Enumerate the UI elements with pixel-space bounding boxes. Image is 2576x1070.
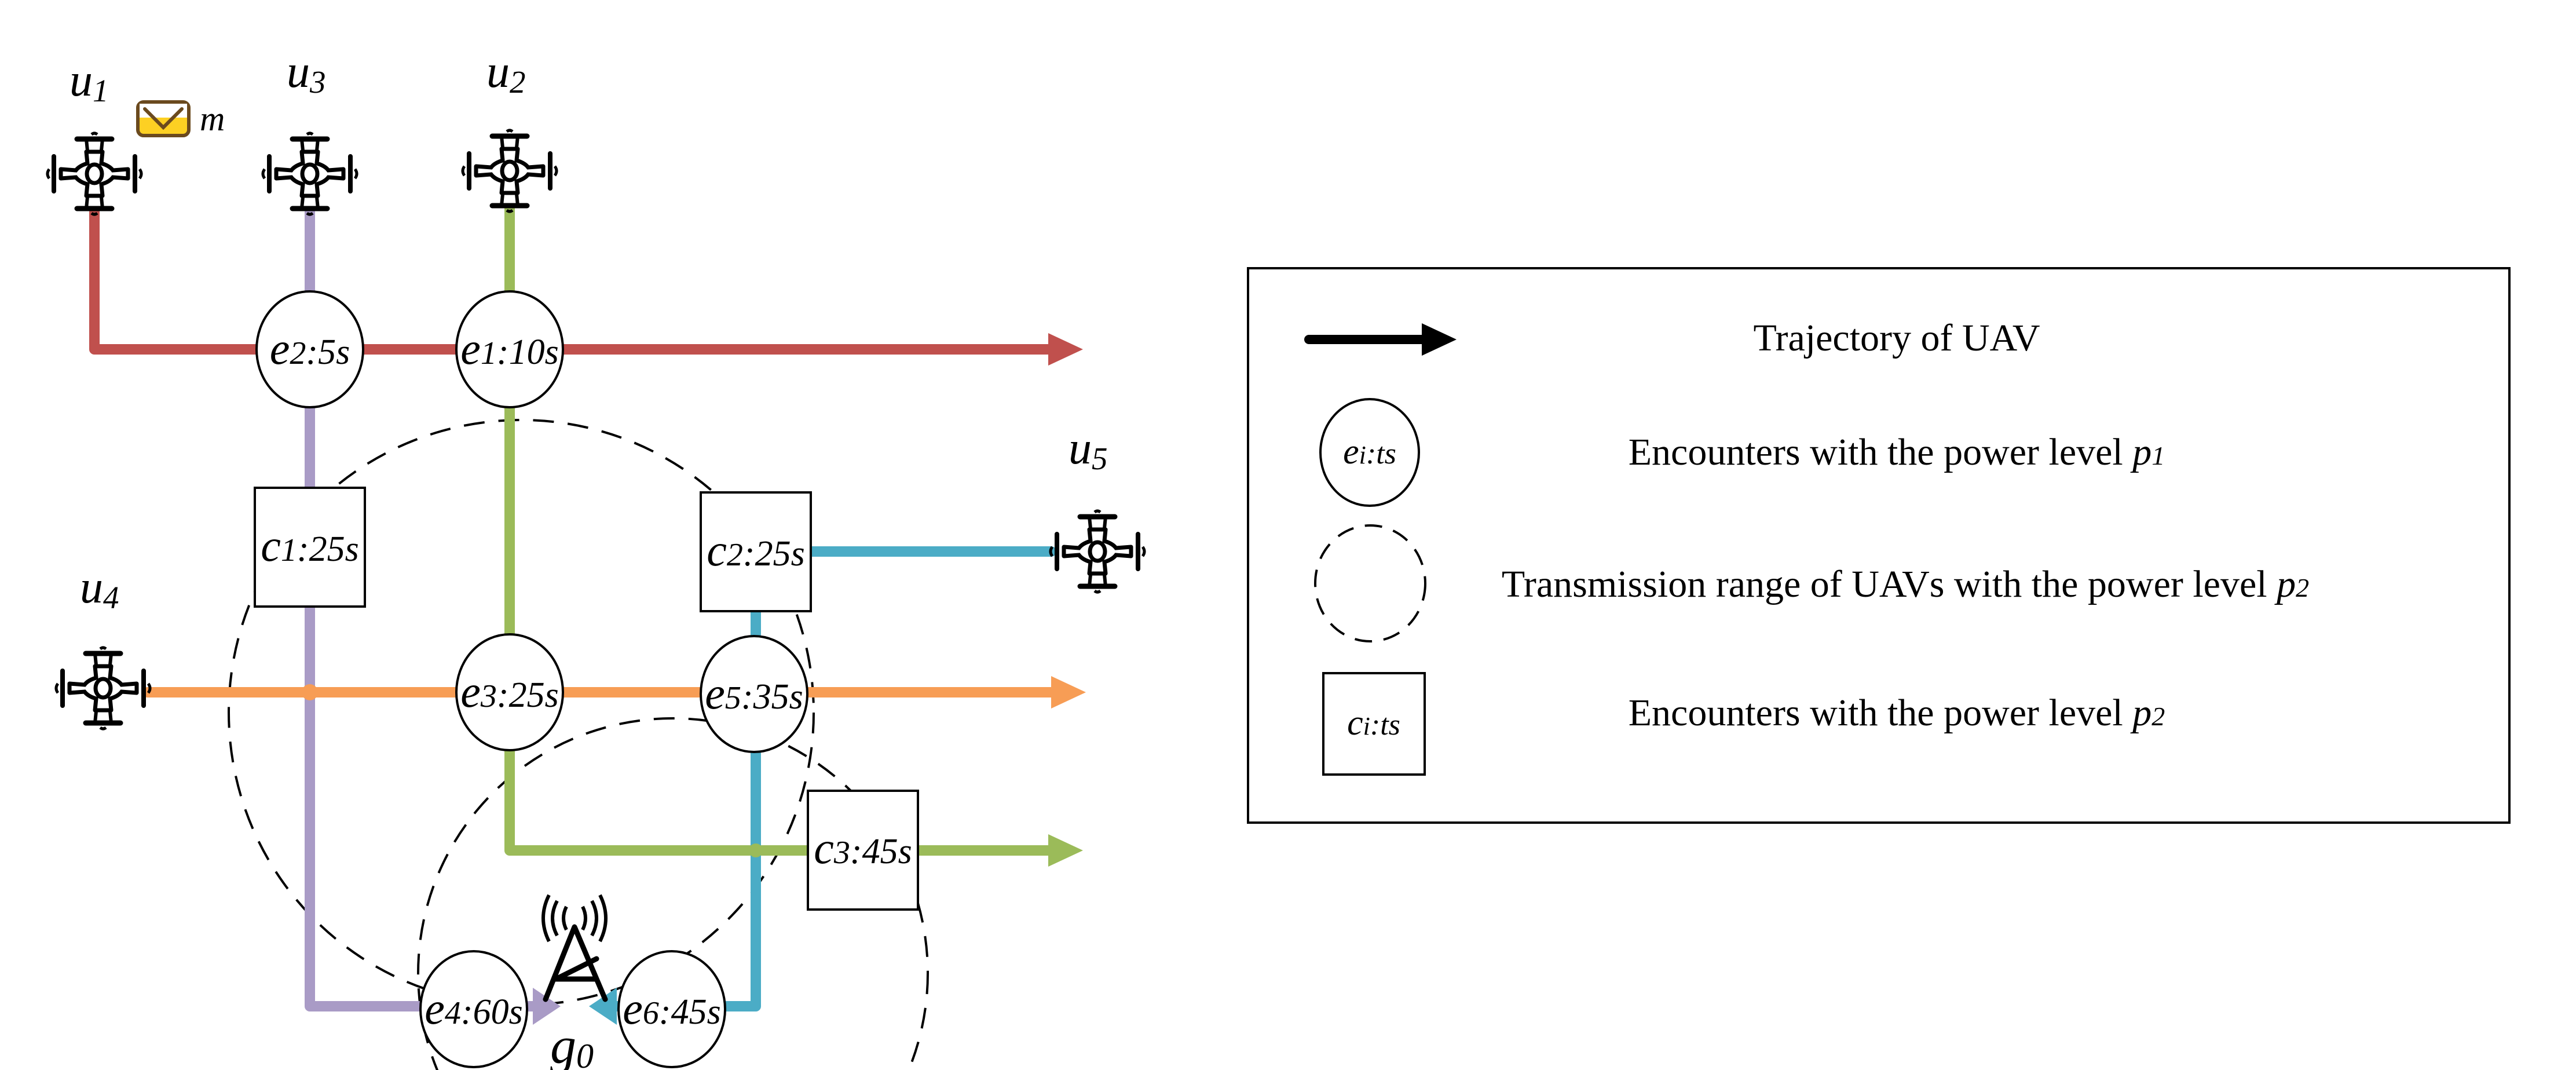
svg-text:ci:ts: ci:ts (1347, 703, 1400, 743)
uav-u1: u1 (47, 55, 141, 214)
uav-label-u1: u1 (69, 55, 109, 108)
legend-label: Transmission range of UAVs with the powe… (1502, 563, 2309, 605)
trajectory-u4 (142, 676, 1086, 709)
svg-text:ei:ts: ei:ts (1343, 432, 1396, 472)
legend-label: Encounters with the power level p2 (1629, 692, 2165, 734)
legend-label: Trajectory of UAV (1754, 317, 2040, 359)
message: m (136, 100, 225, 138)
cell-tower-icon (541, 894, 608, 1002)
envelope-icon (136, 100, 191, 137)
circle-symbol: ei:ts (1319, 398, 1420, 507)
uav-label-u4: u4 (80, 562, 119, 615)
drone-icon (263, 133, 357, 214)
svg-text:e6:45s: e6:45s (623, 983, 720, 1034)
encounter-p1-e3: e3:25s (455, 633, 564, 751)
drone-icon (47, 133, 141, 214)
arrow-icon (1304, 323, 1457, 356)
encounter-p1-e6: e6:45s (617, 950, 726, 1068)
ground-station-label: g0 (550, 1017, 594, 1070)
uav-u2: u2 (463, 46, 557, 211)
legend-box (1247, 267, 2511, 824)
legend-item-transmission-range: Transmission range of UAVs with the powe… (1314, 524, 2309, 642)
uav-label-u3: u3 (287, 46, 326, 100)
encounter-p1-e2: e2:5s (255, 290, 364, 408)
legend-label: Encounters with the power level p1 (1629, 431, 2165, 473)
uav-u3: u3 (263, 46, 357, 214)
uav-u4: u4 (56, 562, 150, 729)
dashed-circle-symbol (1314, 524, 1426, 642)
svg-text:c1:25s: c1:25s (261, 520, 358, 571)
svg-text:e4:60s: e4:60s (425, 983, 522, 1034)
drone-icon (1051, 511, 1144, 592)
encounter-p2-c1: c1:25s (254, 487, 366, 608)
square-symbol: ci:ts (1322, 672, 1426, 776)
uav-label-u2: u2 (486, 46, 526, 100)
transmission-range-circle-2 (417, 717, 929, 1070)
svg-text:e5:35s: e5:35s (705, 668, 803, 718)
message-label: m (200, 100, 225, 138)
svg-text:e1:10s: e1:10s (460, 323, 558, 374)
trajectory-u1 (89, 206, 1083, 366)
legend-item-trajectory: Trajectory of UAV (1304, 317, 2040, 359)
drone-icon (56, 648, 150, 729)
drone-icon (463, 130, 557, 211)
ground-station-g0: g0 (541, 894, 608, 1070)
legend: Trajectory of UAV ei:ts Encounters with … (1247, 267, 2511, 824)
encounter-p2-c3: c3:45s (807, 790, 919, 911)
encounter-p2-c2: c2:25s (700, 491, 812, 612)
encounter-p1-e1: e1:10s (455, 290, 564, 408)
encounter-p1-e5: e5:35s (700, 635, 808, 753)
svg-text:e3:25s: e3:25s (460, 666, 558, 717)
encounter-p1-e4: e4:60s (419, 950, 528, 1068)
uav-u5: u5 (1051, 423, 1144, 592)
svg-text:c2:25s: c2:25s (707, 525, 804, 575)
svg-text:c3:45s: c3:45s (814, 823, 912, 873)
legend-item-encounter-p1: ei:ts Encounters with the power level p1 (1319, 398, 2165, 507)
uav-label-u5: u5 (1069, 423, 1108, 476)
legend-item-encounter-p2: ci:ts Encounters with the power level p2 (1322, 672, 2165, 776)
svg-text:e2:5s: e2:5s (270, 323, 350, 374)
